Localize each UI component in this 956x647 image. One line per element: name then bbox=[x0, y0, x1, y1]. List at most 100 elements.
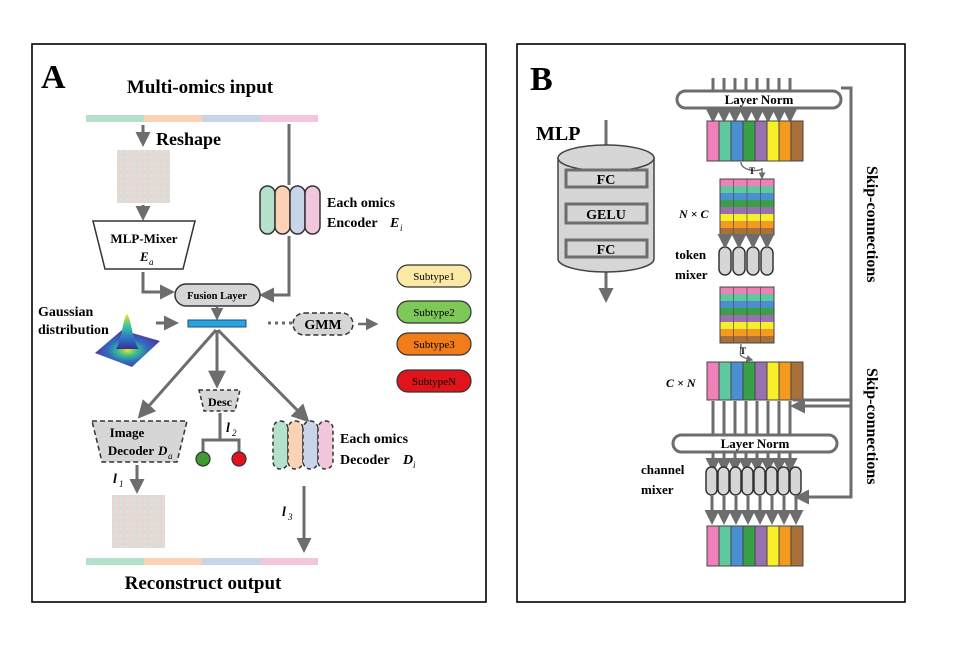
cxn-label: C × N bbox=[666, 376, 697, 390]
patch-cell bbox=[778, 361, 792, 401]
panel-a: A Multi-omics input Reshape MLP-Mixer E … bbox=[31, 43, 487, 603]
patch-cell bbox=[730, 120, 744, 162]
patch-cell bbox=[742, 525, 756, 567]
mixer-pill bbox=[729, 466, 742, 496]
each-omics-decoder-line1: Each omics bbox=[340, 432, 409, 447]
mixer-pill bbox=[718, 246, 732, 276]
gaussian-peak bbox=[116, 314, 139, 349]
patch-cell bbox=[778, 120, 792, 162]
layer-norm-top-label: Layer Norm bbox=[725, 92, 794, 107]
layer-norm-bottom bbox=[671, 433, 839, 454]
decoder-pill-4 bbox=[317, 420, 334, 470]
subtype-2-label: Subtype2 bbox=[413, 307, 455, 319]
output-omics-segment-2 bbox=[144, 558, 202, 565]
l3-label: l bbox=[282, 505, 286, 520]
transpose-2-label: T bbox=[740, 346, 746, 356]
mixer-pill bbox=[717, 466, 730, 496]
fc-bottom-box bbox=[564, 238, 649, 259]
panel-b: B MLP FC GELU FC Layer Norm T N × C toke… bbox=[516, 43, 906, 603]
arrow-latent-to-omics-decoder bbox=[216, 328, 310, 423]
patch-cell bbox=[790, 361, 804, 401]
image-decoder-shape bbox=[91, 420, 188, 463]
transpose-1-label: T bbox=[749, 166, 755, 176]
output-omics-segment-1 bbox=[86, 558, 144, 565]
reconstructed-image bbox=[112, 495, 165, 548]
desc-branch-left bbox=[201, 413, 222, 452]
patch-row-output bbox=[704, 496, 804, 567]
mixer-pill bbox=[741, 466, 754, 496]
gaussian-surface bbox=[95, 314, 160, 367]
subtype-1-label: Subtype1 bbox=[413, 271, 455, 283]
mlp-mixer-symbol: E bbox=[139, 249, 149, 264]
skip-connections-label-1: Skip-connections bbox=[863, 166, 880, 282]
arrow-encoder-to-fusion bbox=[259, 236, 291, 303]
subtype-n-label: SubtypeN bbox=[412, 376, 456, 388]
decoder-subscript: i bbox=[413, 460, 416, 470]
input-omics-segment-1 bbox=[86, 115, 144, 122]
image-decoder-line2: Decoder bbox=[108, 443, 154, 458]
reconstruct-output-title: Reconstruct output bbox=[125, 573, 282, 594]
nxc-label: N × C bbox=[678, 207, 710, 221]
gmm-box bbox=[292, 312, 354, 336]
patch-cell bbox=[742, 361, 756, 401]
panel-b-frame bbox=[516, 43, 906, 603]
channel-mixer-line2: mixer bbox=[641, 482, 674, 497]
patch-cell bbox=[742, 120, 756, 162]
channel-mixer-line1: channel bbox=[641, 462, 685, 477]
mlp-mixer-subscript: a bbox=[149, 257, 154, 267]
mlp-mixer-shape bbox=[92, 220, 196, 270]
image-decoder-subscript: a bbox=[168, 451, 173, 461]
output-omics-bar bbox=[86, 558, 318, 565]
token-matrix-nxc bbox=[719, 178, 775, 236]
panel-a-frame bbox=[31, 43, 487, 603]
encoder-subscript: i bbox=[400, 223, 403, 233]
desc-branch-right bbox=[220, 438, 241, 452]
each-omics-encoder-line2: Encoder bbox=[327, 216, 378, 231]
fc-bottom-label: FC bbox=[597, 243, 616, 258]
desc-output-red-dot bbox=[231, 451, 247, 467]
subtype-n-pill bbox=[396, 369, 472, 393]
subtype-list: Subtype1 Subtype2 Subtype3 SubtypeN bbox=[396, 264, 472, 393]
l1-subscript: 1 bbox=[119, 479, 124, 489]
patch-cell bbox=[730, 525, 744, 567]
encoder-pill-2 bbox=[274, 185, 291, 235]
decoder-pill-2 bbox=[287, 420, 304, 470]
patch-cell bbox=[790, 525, 804, 567]
mixer-pill bbox=[765, 466, 778, 496]
fusion-layer-label: Fusion Layer bbox=[187, 291, 247, 302]
token-mixer-line1: token bbox=[675, 247, 707, 262]
skip-connection-2-line bbox=[793, 398, 853, 505]
patch-row-1 bbox=[706, 120, 804, 162]
layer-norm-bottom-label: Layer Norm bbox=[721, 436, 790, 451]
patch-cell bbox=[754, 361, 768, 401]
gaussian-label-line2: distribution bbox=[38, 323, 109, 338]
subtype-3-pill bbox=[396, 332, 472, 356]
arrow-mixer-to-fusion bbox=[141, 272, 175, 300]
reshaped-image bbox=[117, 150, 170, 203]
mixer-pill bbox=[789, 466, 802, 496]
patch-row-2 bbox=[706, 361, 804, 401]
channel-mixer bbox=[705, 466, 802, 496]
l2-label: l bbox=[226, 421, 230, 436]
skip-connection-1-line bbox=[790, 86, 853, 414]
encoder-pill-4 bbox=[304, 185, 321, 235]
patch-cell bbox=[754, 525, 768, 567]
fc-top-box bbox=[564, 168, 649, 189]
patch-cell bbox=[730, 361, 744, 401]
l1-label: l bbox=[113, 472, 117, 487]
l3-subscript: 3 bbox=[287, 512, 293, 522]
mixer-pill bbox=[746, 246, 760, 276]
panel-a-label: A bbox=[41, 59, 66, 96]
matrix-border bbox=[719, 286, 775, 344]
token-mixer bbox=[717, 234, 775, 276]
mlp-mixer-label: MLP-Mixer bbox=[110, 231, 177, 246]
transpose-arrow-1 bbox=[740, 161, 766, 180]
mixer-pill bbox=[777, 466, 790, 496]
fc-top-label: FC bbox=[597, 173, 616, 188]
patch-cell bbox=[790, 120, 804, 162]
l2-subscript: 2 bbox=[232, 428, 237, 438]
gelu-box bbox=[564, 202, 649, 225]
desc-output-green-dot bbox=[195, 451, 211, 467]
mixer-pill bbox=[760, 246, 774, 276]
encoder-pill-3 bbox=[289, 185, 306, 235]
